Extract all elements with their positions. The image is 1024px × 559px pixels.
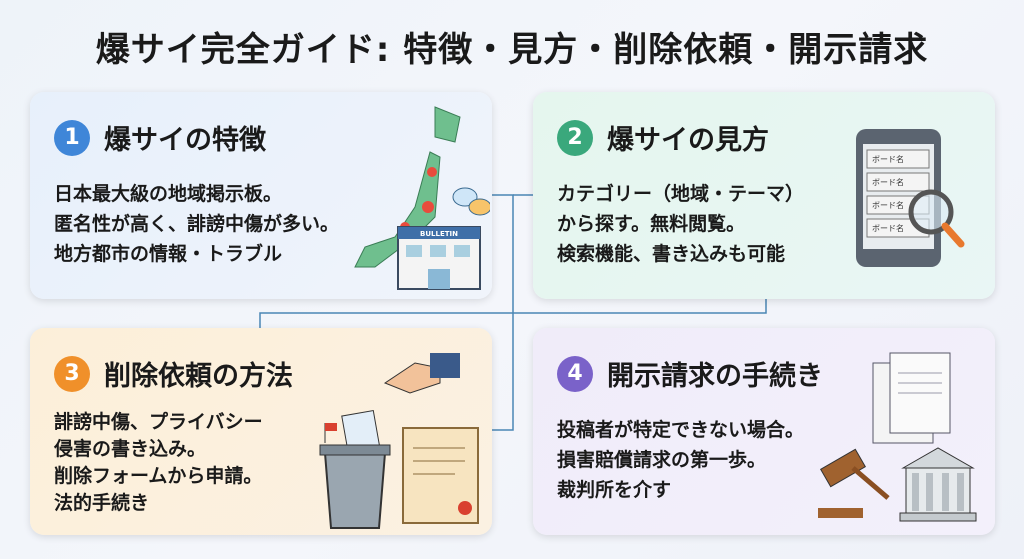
card-text: カテゴリー（地域・テーマ）	[557, 183, 805, 205]
card-features: 1 爆サイの特徴 日本最大級の地域掲示板。匿名性が高く、誹謗中傷が多い。地方都市の…	[30, 92, 492, 299]
card-heading: 開示請求の手続き	[607, 361, 823, 392]
card-text: 法的手続き	[54, 492, 150, 514]
bulletin-label: BULLETIN	[420, 230, 458, 238]
page-title: 爆サイ完全ガイド: 特徴・見方・削除依頼・開示請求	[95, 30, 929, 70]
board-label: ボード名	[872, 223, 904, 233]
board-label: ボード名	[872, 177, 904, 187]
card-text: 日本最大級の地域掲示板。	[54, 183, 283, 205]
card-text: 削除フォームから申請。	[54, 465, 263, 487]
trash-document-icon	[319, 353, 479, 529]
card-heading: 爆サイの見方	[607, 125, 769, 156]
card-text: 検索機能、書き込みも可能	[557, 243, 786, 265]
japan-map-bulletin-icon: BULLETIN	[354, 106, 490, 290]
card-heading: 削除依頼の方法	[104, 361, 293, 392]
card-how-to-view: 2 爆サイの見方 カテゴリー（地域・テーマ） から探す。無料閲覧。検索機能、書き込み…	[533, 92, 995, 299]
magnifier-icon	[908, 189, 954, 235]
board-label: ボード名	[872, 154, 904, 164]
step-number: 1	[54, 119, 90, 156]
card-disclosure-request: 4 開示請求の手続き 投稿者が特定できない場合。損害賠償請求の第一歩。裁判所を介す	[533, 328, 995, 535]
board-label: ボード名	[872, 200, 904, 210]
step-number: 3	[54, 355, 90, 392]
card-text: から探す。無料閲覧。	[557, 213, 746, 235]
card-text: 投稿者が特定できない場合。	[557, 419, 805, 441]
card-deletion-request: 3 削除依頼の方法 誹謗中傷、プライバシー侵害の書き込み。削除フォームから申請。法…	[30, 328, 492, 535]
step-number: 2	[557, 119, 593, 156]
step-number: 4	[557, 355, 593, 392]
gavel-courthouse-icon	[818, 352, 977, 522]
card-heading: 爆サイの特徴	[104, 125, 266, 156]
card-text: 裁判所を介す	[557, 479, 672, 501]
card-text: 損害賠償請求の第一歩。	[557, 449, 767, 471]
smartphone-search-icon: ボード名 ボード名 ボード名 ボード名	[856, 129, 965, 267]
card-text: 侵害の書き込み。	[54, 438, 207, 460]
card-text: 地方都市の情報・トラブル	[54, 243, 283, 265]
card-text: 匿名性が高く、誹謗中傷が多い。	[54, 213, 340, 235]
card-text: 誹謗中傷、プライバシー	[54, 411, 263, 433]
